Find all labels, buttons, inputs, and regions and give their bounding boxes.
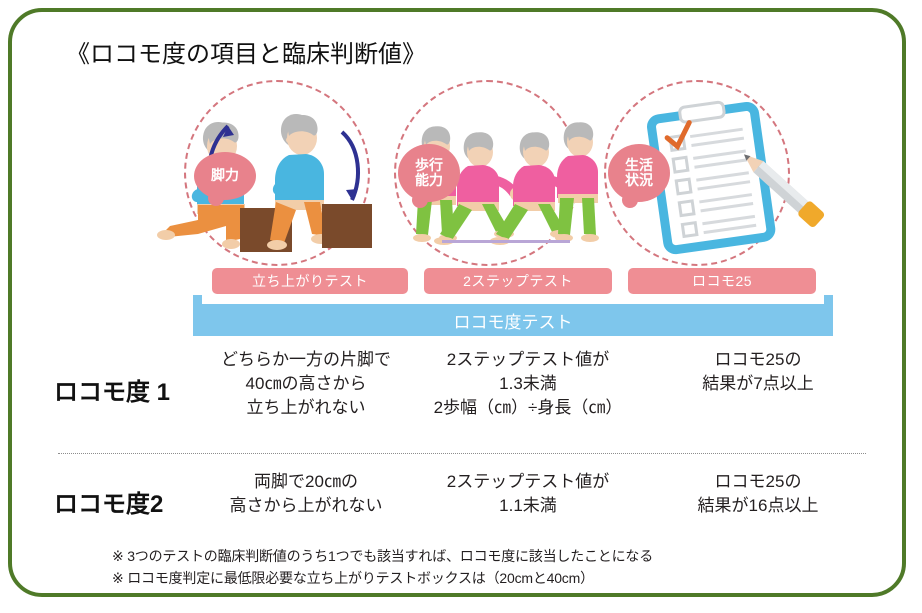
- footnotes: ※ 3つのテストの臨床判断値のうち1つでも該当すれば、ロコモ度に該当したことにな…: [112, 546, 902, 589]
- row-divider: [58, 453, 866, 454]
- footnote-2: ※ ロコモ度判定に最低限必要な立ち上がりテストボックスは（20cmと40cm）: [112, 569, 594, 586]
- criteria-text-line: 結果が7点以上: [702, 374, 814, 394]
- group-bar-right-tab: [824, 295, 833, 307]
- test-bar-locomo25-label: ロコモ25: [691, 273, 753, 289]
- criteria-text-line: ロコモ25の: [714, 350, 802, 369]
- test-bar-two-step-label: 2ステップテスト: [463, 273, 573, 289]
- test-label-bars: 立ち上がりテスト 2ステップテスト ロコモ25: [12, 268, 910, 294]
- criteria-row-1: ロコモ度 1 どちらか一方の片脚で 40㎝の高さから 立ち上がれない 2ステップ…: [12, 348, 910, 434]
- criteria-text-line: 2ステップテスト値が: [446, 472, 610, 491]
- criteria-row-1-cell-locomo25: ロコモ25の 結果が7点以上: [644, 348, 872, 396]
- badge-living-situation-label: 生活状況: [625, 156, 653, 188]
- group-bar-locomo-test: ロコモ度テスト: [193, 304, 833, 336]
- group-bar-label: ロコモ度テスト: [453, 312, 573, 332]
- badge-walking-ability: 歩行能力: [398, 144, 460, 202]
- badge-walking-ability-label: 歩行能力: [415, 156, 443, 188]
- criteria-row-2-cell-stand-up: 両脚で20㎝の 高さから上がれない: [196, 470, 416, 518]
- criteria-text-line: どちらか一方の片脚で: [221, 350, 391, 369]
- person-standing-from-box-icon: [157, 113, 372, 252]
- criteria-text-line: 1.1未満: [499, 496, 557, 516]
- illustration-area: 脚力: [12, 74, 910, 266]
- criteria-text-line: 2歩幅（㎝）÷身長（㎝）: [433, 398, 623, 418]
- criteria-text-line: 結果が16点以上: [697, 496, 819, 516]
- test-bar-stand-up: 立ち上がりテスト: [212, 268, 408, 294]
- badge-leg-strength: 脚力: [194, 152, 256, 200]
- poster-frame: 《ロコモ度の項目と臨床判断値》: [8, 8, 906, 597]
- dashed-circle-leg-strength: [184, 80, 370, 266]
- test-bar-stand-up-label: 立ち上がりテスト: [252, 273, 368, 289]
- criteria-row-2-label: ロコモ度2: [54, 491, 164, 518]
- page-title: 《ロコモ度の項目と臨床判断値》: [66, 41, 426, 68]
- criteria-row-1-cell-stand-up: どちらか一方の片脚で 40㎝の高さから 立ち上がれない: [196, 348, 416, 420]
- clipboard-checklist-pencil-icon: [647, 100, 825, 255]
- criteria-text-line: 40㎝の高さから: [245, 374, 367, 394]
- footnote-1: ※ 3つのテストの臨床判断値のうち1つでも該当すれば、ロコモ度に該当したことにな…: [112, 548, 653, 564]
- criteria-text-line: 両脚で20㎝の: [254, 472, 358, 491]
- criteria-text-line: 2ステップテスト値が: [446, 350, 610, 369]
- criteria-text-line: 立ち上がれない: [246, 398, 366, 418]
- badge-leg-strength-label: 脚力: [211, 167, 239, 184]
- group-bar-left-tab: [193, 295, 202, 307]
- criteria-row-2-cell-locomo25: ロコモ25の 結果が16点以上: [644, 470, 872, 518]
- criteria-row-2-cell-two-step: 2ステップテスト値が 1.1未満: [408, 470, 648, 518]
- criteria-row-2: ロコモ度2 両脚で20㎝の 高さから上がれない 2ステップテスト値が 1.1未満…: [12, 470, 910, 536]
- criteria-text-line: 1.3未満: [499, 374, 557, 394]
- dashed-circle-living-situation: [604, 80, 790, 266]
- criteria-row-1-cell-two-step: 2ステップテスト値が 1.3未満 2歩幅（㎝）÷身長（㎝）: [408, 348, 648, 420]
- badge-living-situation: 生活状況: [608, 144, 670, 202]
- test-bar-two-step: 2ステップテスト: [424, 268, 612, 294]
- test-bar-locomo25: ロコモ25: [628, 268, 816, 294]
- criteria-text-line: 高さから上がれない: [229, 496, 383, 516]
- criteria-row-1-label: ロコモ度 1: [54, 379, 171, 406]
- criteria-text-line: ロコモ25の: [714, 472, 802, 491]
